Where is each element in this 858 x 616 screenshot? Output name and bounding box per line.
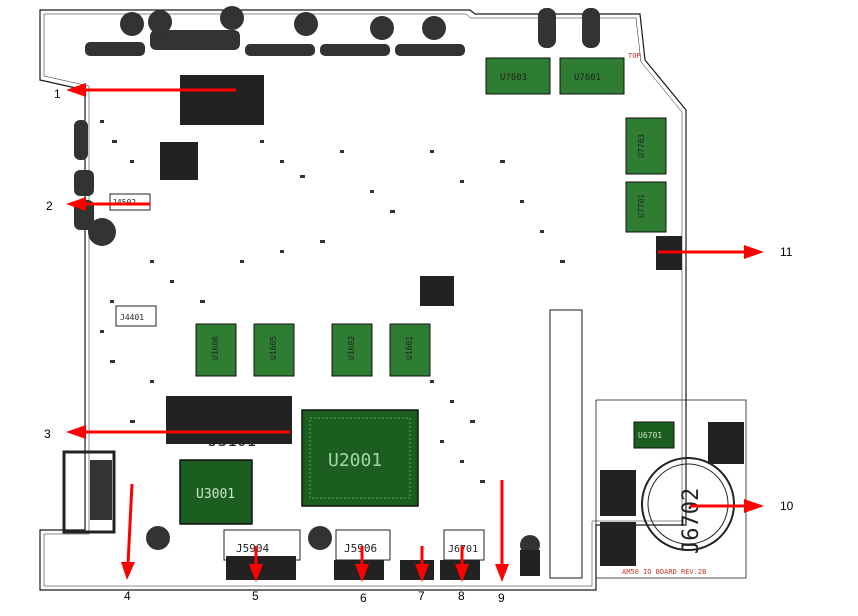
- left-side-parts: [62, 120, 540, 555]
- chip-u3001: U3001: [179, 459, 253, 525]
- connector-j3101: J3101: [166, 396, 292, 450]
- u1602-label: U1602: [347, 336, 356, 360]
- callout-8: 8: [458, 589, 465, 603]
- callout-3: 3: [44, 427, 51, 441]
- callout-11: 11: [780, 245, 793, 259]
- bottom-connectors: J5904 J5906 J6701: [223, 529, 485, 561]
- u7601-label: U7601: [574, 73, 601, 83]
- arrow-10: [690, 499, 764, 513]
- u1606-label: U1606: [211, 336, 220, 360]
- u7701-label: U7701: [637, 194, 646, 218]
- callout-numbers: 1 2 3 4 5 6 7 8 9 10 11: [44, 87, 794, 605]
- callout-2: 2: [46, 199, 53, 213]
- arrow-6: [355, 546, 369, 582]
- arrow-1: [66, 83, 236, 97]
- callout-10: 10: [780, 499, 794, 513]
- j5904-label: J5904: [236, 542, 269, 555]
- arrow-4: [121, 483, 135, 580]
- u1601-label: U1601: [405, 336, 414, 360]
- callout-arrows: [66, 83, 764, 582]
- j6702-label: J6702: [679, 488, 704, 554]
- u6701-label: U6701: [638, 431, 662, 440]
- memory-chips-top: U7603 U7601 U7703 U7701: [485, 57, 667, 233]
- u7703-label: U7703: [637, 134, 646, 158]
- board-rev-label: AM50 IO BOARD REV.2B: [622, 568, 706, 576]
- top-mark-label: TOP: [628, 52, 641, 60]
- j4401-label: J4401: [120, 313, 144, 322]
- coin-cell-j6702: J6702 U6701: [633, 421, 735, 554]
- u2001-label: U2001: [328, 450, 382, 471]
- callout-1: 1: [54, 87, 61, 101]
- top-connectors: [85, 6, 600, 56]
- callout-4: 4: [124, 589, 131, 603]
- arrow-3: [66, 425, 290, 439]
- arrow-5: [249, 546, 263, 582]
- u7603-label: U7603: [500, 73, 527, 83]
- callout-9: 9: [498, 591, 505, 605]
- arrow-7: [415, 546, 429, 582]
- arrow-11: [658, 245, 764, 259]
- callout-7: 7: [418, 589, 425, 603]
- u3001-label: U3001: [196, 487, 235, 502]
- j3101-label: J3101: [208, 431, 256, 450]
- arrow-9: [495, 480, 509, 582]
- u1605-label: U1605: [269, 336, 278, 360]
- callout-6: 6: [360, 591, 367, 605]
- callout-5: 5: [252, 589, 259, 603]
- arrow-2: [66, 197, 150, 211]
- left-connectors: J4502 J4401: [109, 193, 157, 327]
- ram-chips: U1606 U1605 U1602 U1601: [195, 323, 431, 377]
- arrow-8: [455, 546, 469, 582]
- cpu-u2001: U2001: [301, 409, 419, 507]
